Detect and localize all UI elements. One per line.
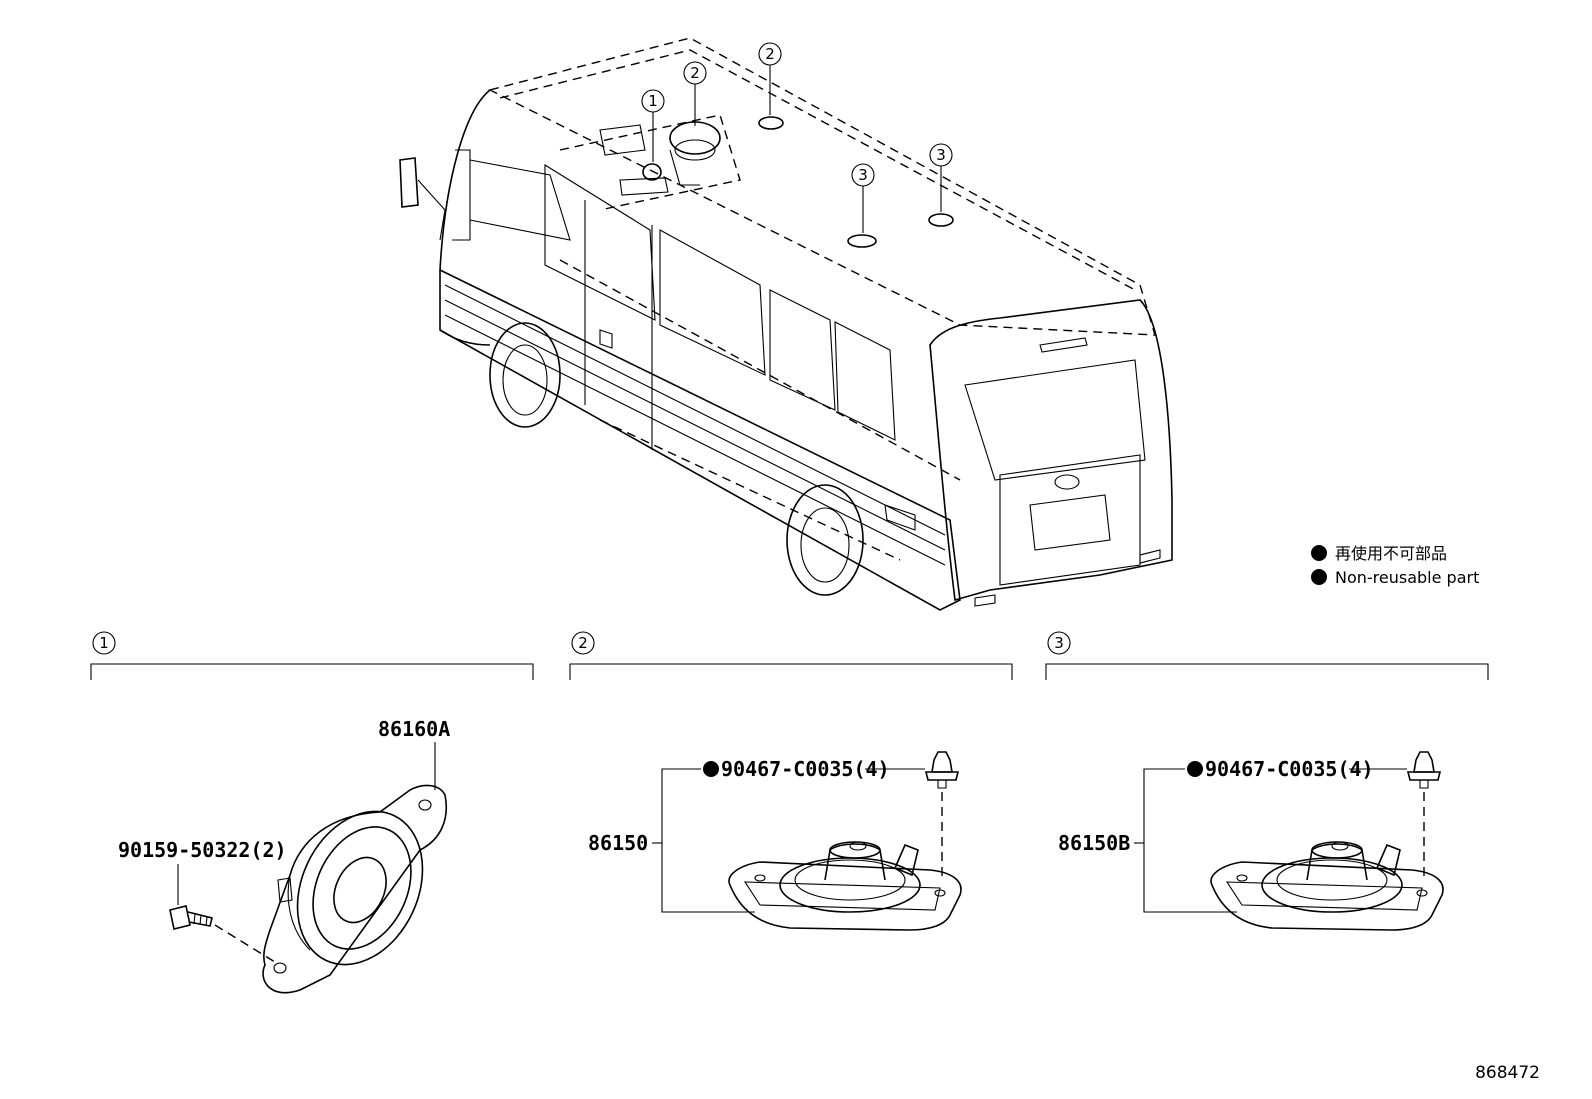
part-label-clip: 90467-C0035(4) [721, 757, 890, 781]
callout-2-bus: 2 [683, 61, 707, 126]
svg-text:3: 3 [936, 146, 946, 164]
section-3-header: 3 [1045, 631, 1489, 680]
part-label-speaker: 86150 [588, 831, 648, 855]
part-label-clip: 90467-C0035(4) [1205, 757, 1374, 781]
section-1-header: 1 [90, 631, 534, 680]
callout-1-bus: 1 [641, 89, 665, 162]
part-label-screw: 90159-50322(2) [118, 838, 287, 862]
bus-illustration [399, 37, 1173, 611]
speaker-86150-icon [728, 841, 962, 931]
section-2-parts: 90467-C0035(4) 86150 [588, 751, 962, 931]
speaker-86150b-icon [1210, 841, 1444, 931]
svg-text:1: 1 [648, 92, 658, 110]
legend-jp: 再使用不可部品 [1335, 544, 1447, 563]
non-reusable-dot-icon [1311, 569, 1327, 585]
callout-3-bus-roof-a: 3 [851, 163, 875, 233]
screw-icon [169, 905, 213, 930]
svg-text:2: 2 [578, 634, 588, 652]
svg-text:2: 2 [765, 45, 775, 63]
section-2-header: 2 [569, 631, 1013, 680]
speaker-86160a-icon [262, 784, 447, 994]
non-reusable-dot-icon [1187, 761, 1203, 777]
section-3-parts: 90467-C0035(4) 86150B [1058, 751, 1444, 931]
section-1-parts: 86160A 90159-50322(2) [118, 717, 450, 994]
non-reusable-dot-icon [703, 761, 719, 777]
callout-3-bus-roof-b: 3 [929, 143, 953, 212]
svg-text:1: 1 [99, 634, 109, 652]
svg-text:3: 3 [858, 166, 868, 184]
clip-icon [1406, 751, 1442, 789]
roof-speaker-ring [928, 213, 954, 227]
legend-en: Non-reusable part [1335, 568, 1479, 587]
diagram-ref-number: 868472 [1475, 1063, 1540, 1083]
callout-2-bus-roof: 2 [758, 42, 782, 115]
part-label-speaker: 86150B [1058, 831, 1130, 855]
non-reusable-dot-icon [1311, 545, 1327, 561]
legend: 再使用不可部品 Non-reusable part [1311, 544, 1479, 587]
roof-speaker-ring [758, 116, 784, 130]
roof-speaker-ring [847, 234, 877, 248]
svg-text:3: 3 [1054, 634, 1064, 652]
svg-text:2: 2 [690, 64, 700, 82]
clip-icon [924, 751, 960, 789]
part-label-speaker: 86160A [378, 717, 450, 741]
